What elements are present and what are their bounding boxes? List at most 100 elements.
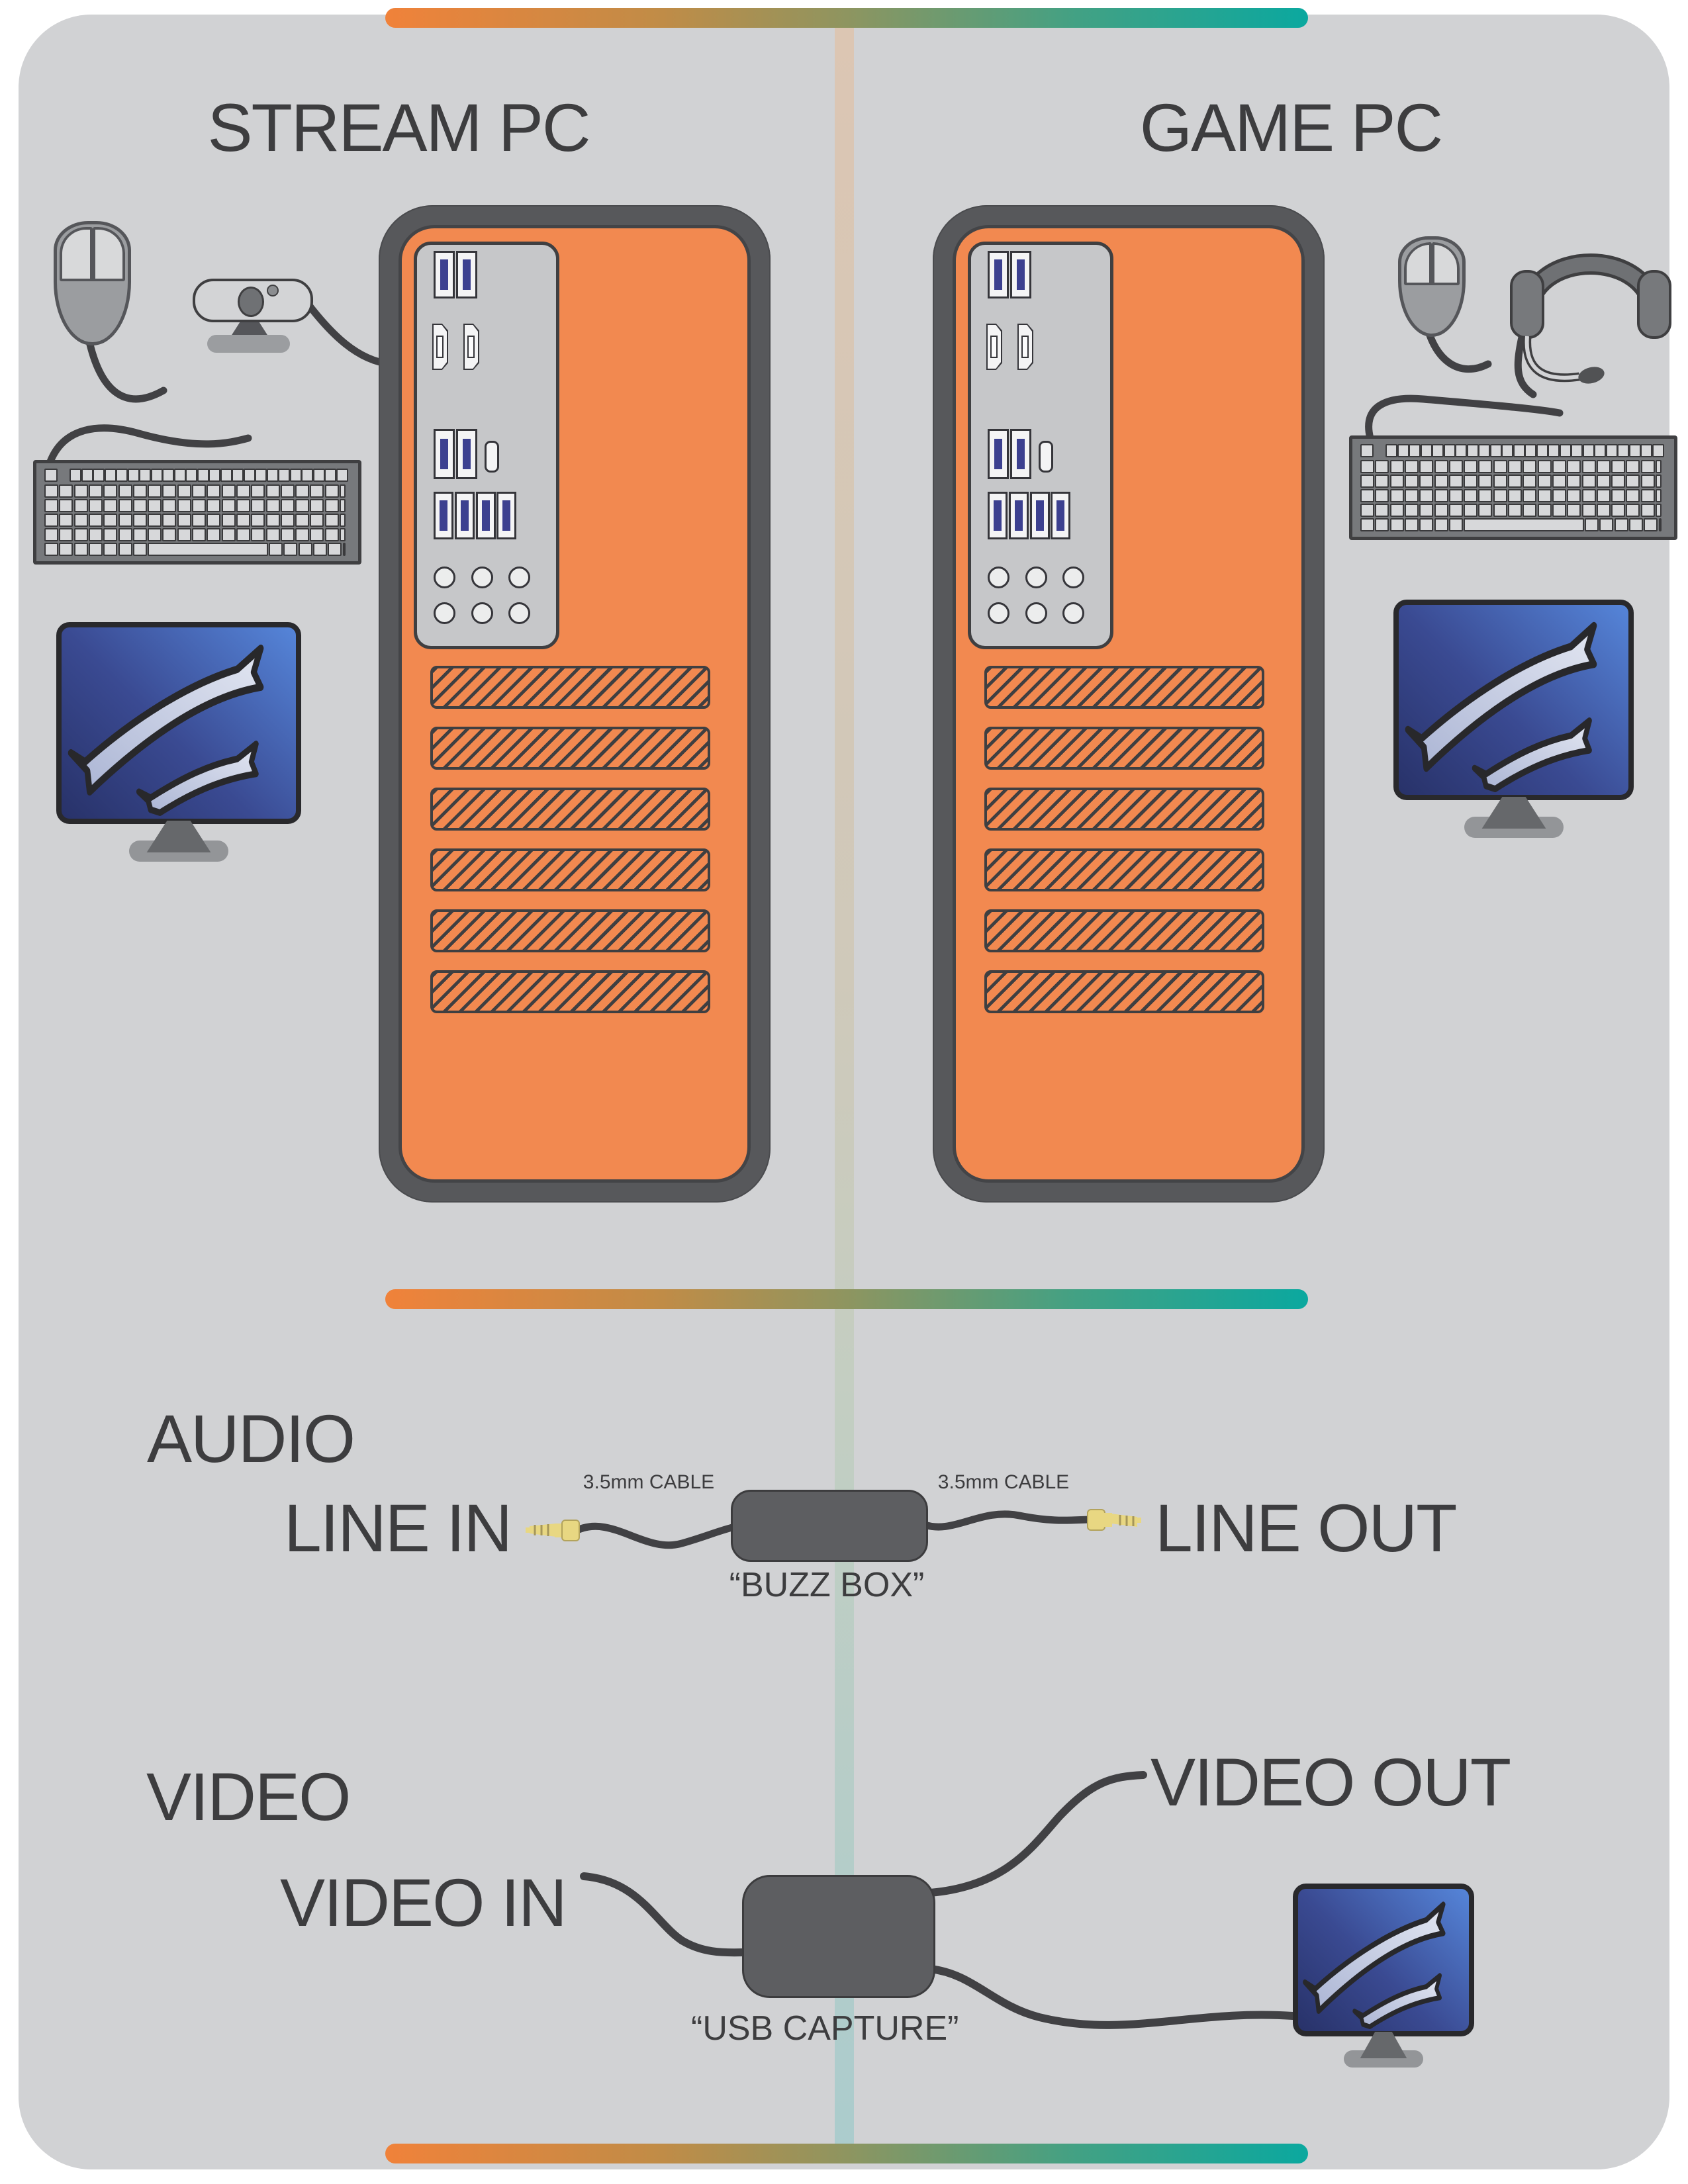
vent-slot — [430, 909, 710, 952]
audio-jack-icon — [471, 567, 493, 588]
key — [1448, 504, 1463, 517]
key — [192, 514, 206, 527]
key — [295, 514, 310, 527]
key — [265, 514, 280, 527]
buzz-box — [731, 1490, 928, 1562]
usb-tab — [440, 439, 448, 469]
mouse-icon — [54, 221, 131, 345]
vent-slot — [984, 727, 1264, 770]
key-fn — [1432, 444, 1444, 457]
key — [1614, 518, 1628, 531]
key-space — [148, 543, 269, 556]
key-esc — [44, 469, 58, 482]
key — [59, 543, 73, 556]
key-wide — [1656, 475, 1662, 488]
key-fn — [336, 469, 348, 482]
stream-pc-tower — [379, 205, 771, 1203]
key-fn — [1385, 444, 1397, 457]
key — [1523, 489, 1537, 502]
key — [1478, 460, 1493, 473]
key-fn — [324, 469, 336, 482]
key — [132, 543, 147, 556]
key — [298, 543, 312, 556]
audio-jack-icon — [1025, 567, 1047, 588]
key — [44, 528, 58, 541]
key — [295, 484, 310, 498]
key — [236, 514, 250, 527]
hdmi-port-icon — [432, 324, 448, 370]
usb-tab — [1036, 500, 1044, 531]
key — [221, 499, 236, 512]
key — [1596, 504, 1611, 517]
key-wide — [1656, 460, 1662, 473]
key-fn — [1397, 444, 1409, 457]
key — [73, 499, 88, 512]
key-wide — [340, 528, 346, 541]
key — [251, 484, 265, 498]
key-fn — [1548, 444, 1560, 457]
webcam-lens — [238, 287, 264, 317]
key — [269, 543, 283, 556]
key — [324, 499, 339, 512]
key — [1464, 489, 1478, 502]
audio-jack-icon — [988, 567, 1009, 588]
key-fn — [1501, 444, 1513, 457]
key — [280, 528, 295, 541]
key — [192, 499, 206, 512]
key — [236, 484, 250, 498]
key — [1404, 475, 1419, 488]
key — [1523, 504, 1537, 517]
key — [1567, 504, 1581, 517]
key — [73, 543, 88, 556]
key — [1375, 518, 1389, 531]
key-fn — [197, 469, 209, 482]
key — [1493, 460, 1507, 473]
key — [324, 528, 339, 541]
key — [118, 514, 132, 527]
usb-tab — [440, 500, 447, 531]
key — [1552, 475, 1566, 488]
key — [310, 484, 324, 498]
key — [1375, 504, 1389, 517]
key — [1360, 475, 1374, 488]
key — [1389, 504, 1404, 517]
key — [103, 528, 118, 541]
key-wide — [340, 499, 346, 512]
key-fn — [1640, 444, 1652, 457]
mouse-buttons — [60, 227, 125, 281]
usb-port-icon — [988, 429, 1009, 479]
line-out-label: LINE OUT — [1155, 1490, 1457, 1566]
key-wide — [1658, 518, 1662, 531]
usb-tab — [463, 259, 471, 290]
key-fn — [232, 469, 244, 482]
vent-slot — [984, 848, 1264, 891]
vent-slot — [984, 666, 1264, 709]
key — [1523, 475, 1537, 488]
key-fn — [162, 469, 174, 482]
audio-jack-icon — [1062, 602, 1084, 624]
usb-port-icon — [1009, 492, 1029, 539]
key — [1581, 475, 1596, 488]
key-space — [1464, 518, 1585, 531]
key — [192, 528, 206, 541]
vent-slot — [984, 970, 1264, 1013]
key — [310, 514, 324, 527]
audio-jack-icon — [1062, 567, 1084, 588]
key — [1537, 489, 1552, 502]
usb-tab — [994, 439, 1002, 469]
key — [44, 484, 58, 498]
key-fn — [1455, 444, 1467, 457]
key — [1508, 504, 1522, 517]
key — [1640, 504, 1655, 517]
key — [1523, 460, 1537, 473]
key — [1404, 489, 1419, 502]
key-wide — [342, 543, 346, 556]
key — [1375, 475, 1389, 488]
key — [251, 514, 265, 527]
usb-port-icon — [456, 429, 477, 479]
key — [1448, 518, 1463, 531]
key — [1611, 504, 1626, 517]
key — [310, 499, 324, 512]
key — [118, 528, 132, 541]
usb-port-icon — [496, 492, 516, 539]
